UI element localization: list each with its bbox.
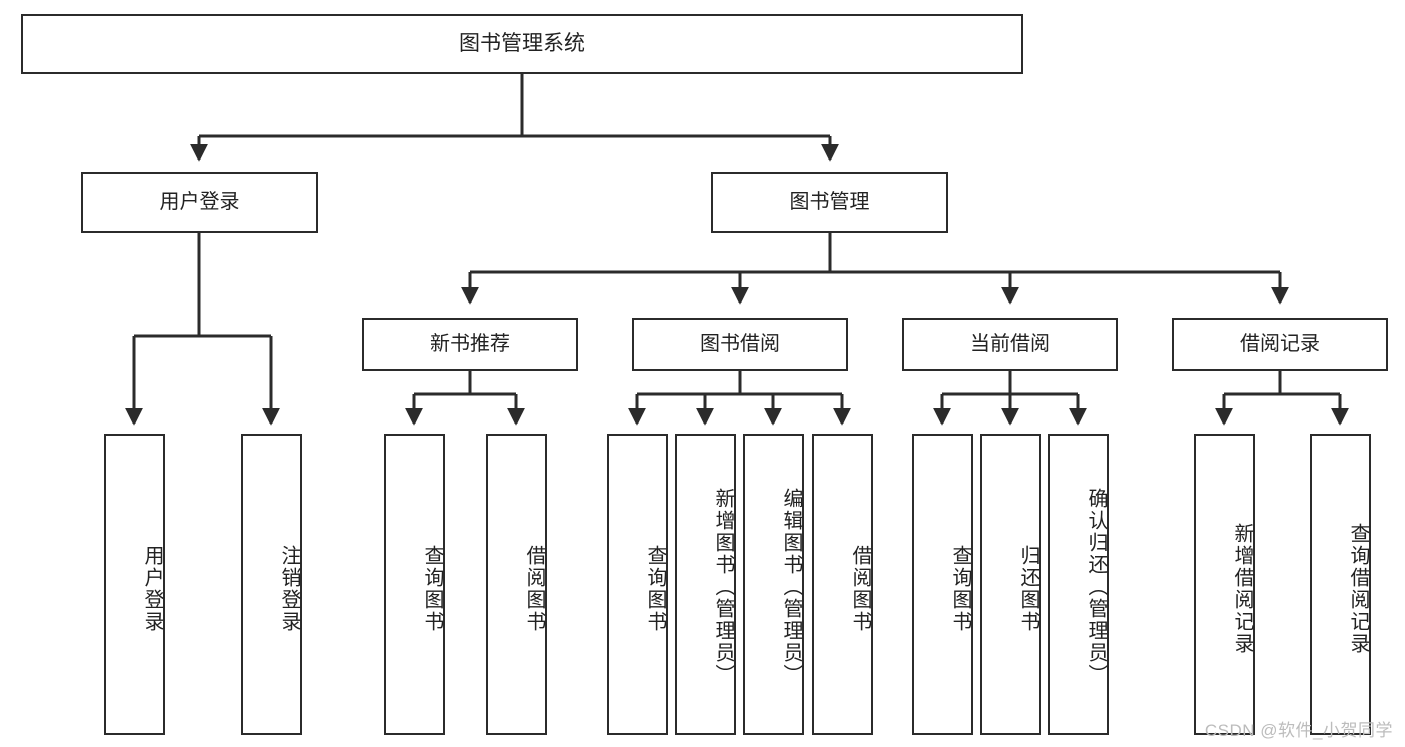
leaf-borrow-books[interactable]: 借阅图书 xyxy=(812,434,873,735)
leaf-query-books-current[interactable]: 查询图书 xyxy=(912,434,973,735)
leaf-logout-label: 注销登录 xyxy=(278,544,300,633)
leaf-query-books-borrow[interactable]: 查询图书 xyxy=(607,434,668,735)
leaf-add-book-admin[interactable]: 新增图书（管理员） xyxy=(675,434,736,735)
leaf-confirm-return-admin-label: 确认归还（管理员） xyxy=(1085,487,1107,686)
leaf-user-login-label: 用户登录 xyxy=(141,544,163,633)
node-root-label: 图书管理系统 xyxy=(459,32,585,56)
leaf-query-borrow-record[interactable]: 查询借阅记录 xyxy=(1310,434,1371,735)
leaf-query-books-recommend[interactable]: 查询图书 xyxy=(384,434,445,735)
leaf-return-books[interactable]: 归还图书 xyxy=(980,434,1041,735)
leaf-borrow-books-recommend-label: 借阅图书 xyxy=(523,544,545,633)
leaf-query-books-borrow-label: 查询图书 xyxy=(644,544,666,633)
leaf-borrow-books-label: 借阅图书 xyxy=(849,544,871,633)
leaf-user-login[interactable]: 用户登录 xyxy=(104,434,165,735)
leaf-add-borrow-record-label: 新增借阅记录 xyxy=(1231,522,1253,655)
node-borrow-records-label: 借阅记录 xyxy=(1240,333,1320,356)
leaf-query-books-recommend-label: 查询图书 xyxy=(421,544,443,633)
leaf-return-books-label: 归还图书 xyxy=(1017,544,1039,633)
node-new-book-recommend[interactable]: 新书推荐 xyxy=(362,318,578,371)
node-current-borrow-label: 当前借阅 xyxy=(970,333,1050,356)
node-user-login-label: 用户登录 xyxy=(159,191,240,214)
node-book-borrow[interactable]: 图书借阅 xyxy=(632,318,848,371)
leaf-logout[interactable]: 注销登录 xyxy=(241,434,302,735)
node-new-book-recommend-label: 新书推荐 xyxy=(430,333,510,356)
node-user-login[interactable]: 用户登录 xyxy=(81,172,318,233)
leaf-borrow-books-recommend[interactable]: 借阅图书 xyxy=(486,434,547,735)
leaf-add-borrow-record[interactable]: 新增借阅记录 xyxy=(1194,434,1255,735)
leaf-edit-book-admin[interactable]: 编辑图书（管理员） xyxy=(743,434,804,735)
node-book-borrow-label: 图书借阅 xyxy=(700,333,780,356)
node-current-borrow[interactable]: 当前借阅 xyxy=(902,318,1118,371)
leaf-edit-book-admin-label: 编辑图书（管理员） xyxy=(780,487,802,686)
node-borrow-records[interactable]: 借阅记录 xyxy=(1172,318,1388,371)
leaf-query-borrow-record-label: 查询借阅记录 xyxy=(1347,522,1369,655)
node-book-management[interactable]: 图书管理 xyxy=(711,172,948,233)
node-root[interactable]: 图书管理系统 xyxy=(21,14,1023,74)
leaf-add-book-admin-label: 新增图书（管理员） xyxy=(712,487,734,686)
leaf-query-books-current-label: 查询图书 xyxy=(949,544,971,633)
leaf-confirm-return-admin[interactable]: 确认归还（管理员） xyxy=(1048,434,1109,735)
node-book-management-label: 图书管理 xyxy=(789,191,870,214)
